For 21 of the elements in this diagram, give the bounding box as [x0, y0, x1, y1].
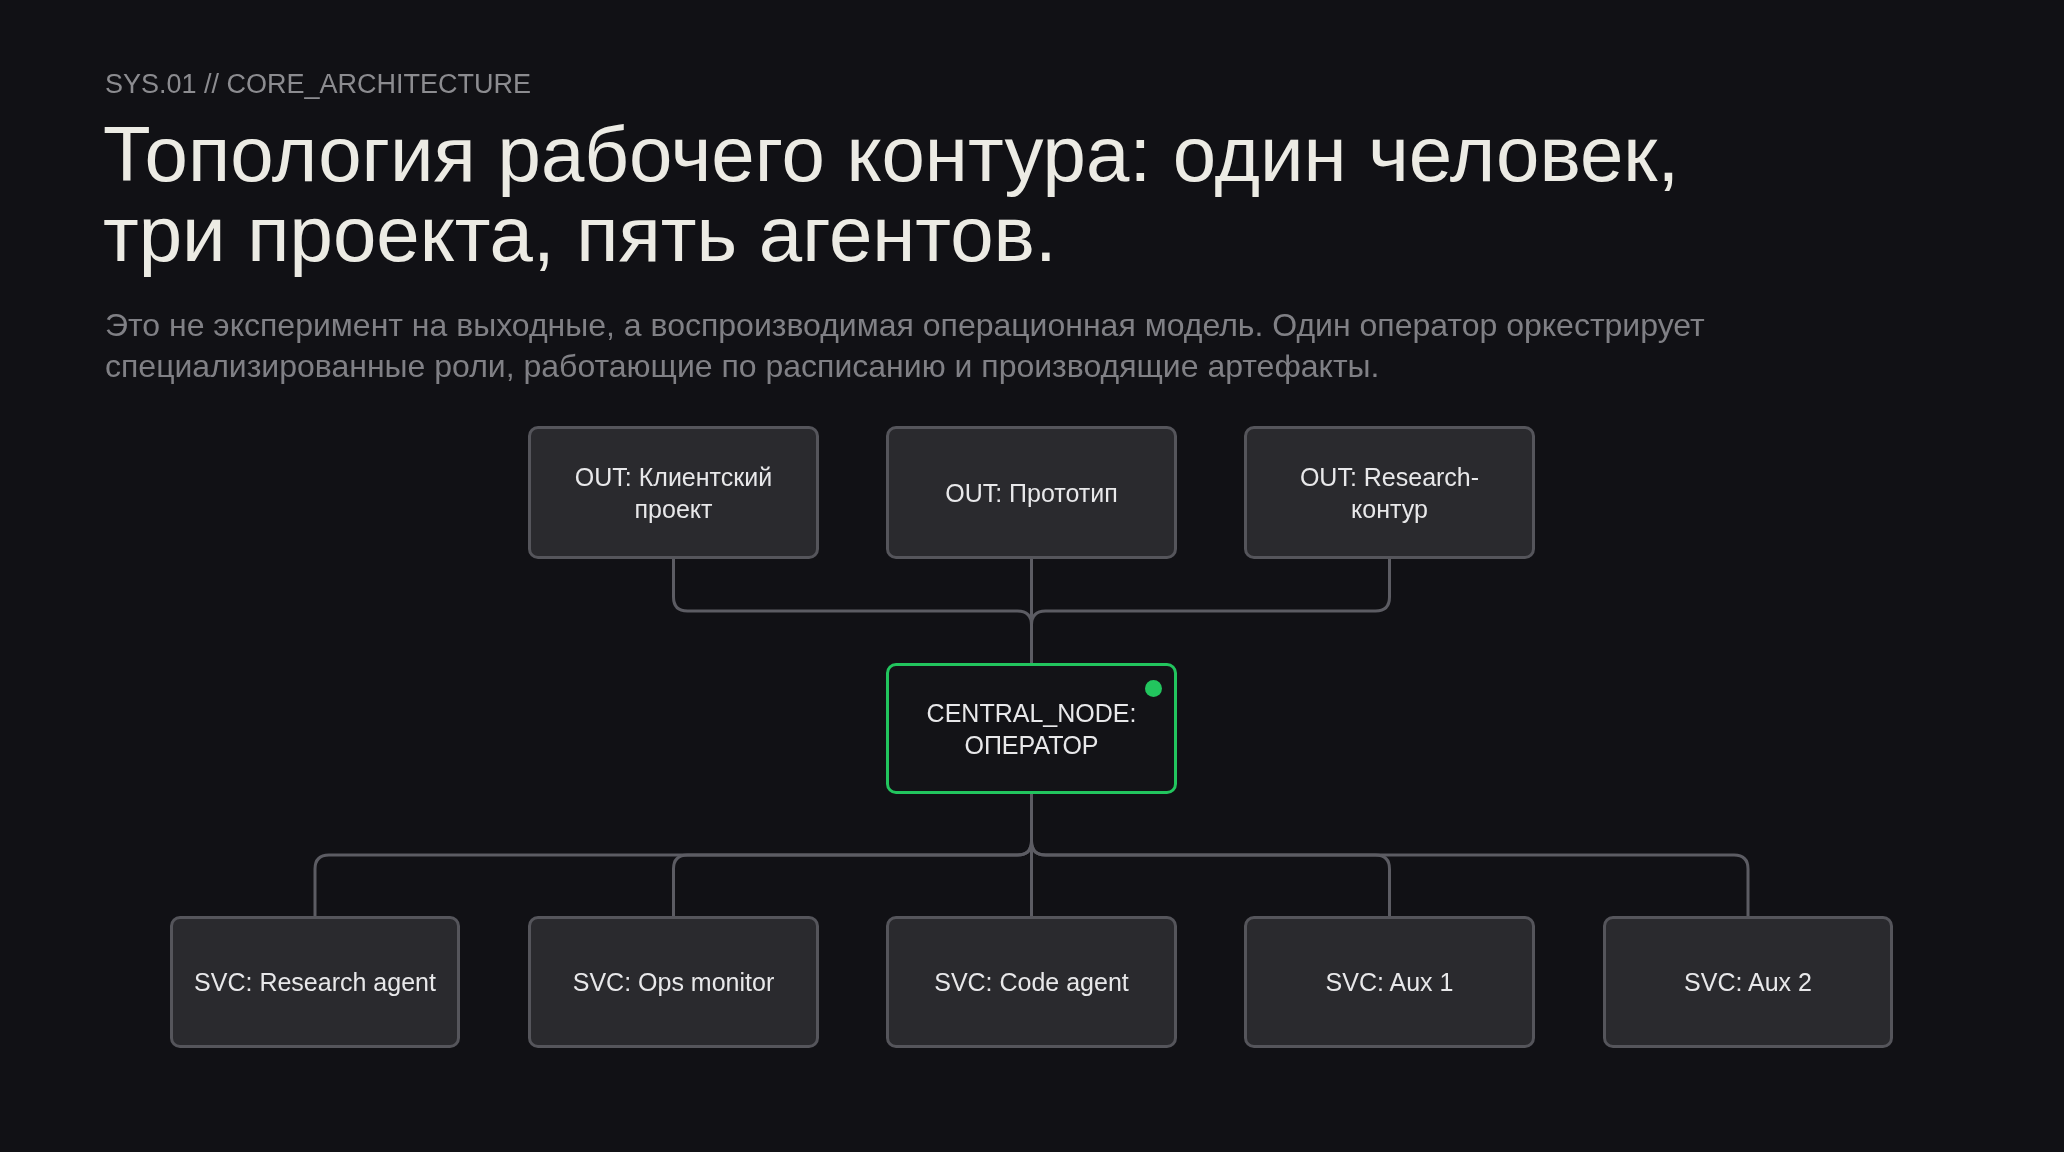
service-box	[170, 916, 460, 1048]
box-label: SVC: Code agent	[934, 967, 1129, 998]
box-label: OUT: Research-контур	[1298, 461, 1481, 525]
section-tag: SYS.01 // CORE_ARCHITECTURE	[105, 68, 532, 100]
box-label: SVC: Aux 1	[1325, 967, 1454, 998]
output-box	[886, 426, 1177, 559]
operator-box	[886, 663, 1177, 794]
service-box	[1603, 916, 1893, 1048]
box-label: SVC: Aux 2	[1684, 967, 1812, 998]
subtitle-text: Это не эксперимент на выходные, а воспроизводимая операционная модель. Один оператор оркестрирует специализированные роли, работающие по расписанию и производящие артефакты.	[105, 306, 1706, 386]
connector-line	[1030, 559, 1391, 663]
output-box	[528, 426, 819, 559]
service-box	[886, 916, 1177, 1048]
output-box	[1244, 426, 1535, 559]
box-label: OUT: Прототип	[945, 477, 1118, 509]
box-label: SVC: Research agent	[194, 967, 436, 998]
service-box	[528, 916, 819, 1048]
box-label: SVC: Ops monitor	[572, 967, 775, 998]
box-label: OUT: Клиентский проект	[573, 461, 774, 525]
service-box	[1244, 916, 1535, 1048]
box-label: CENTRAL_NODE: ОПЕРАТОР	[925, 697, 1138, 761]
